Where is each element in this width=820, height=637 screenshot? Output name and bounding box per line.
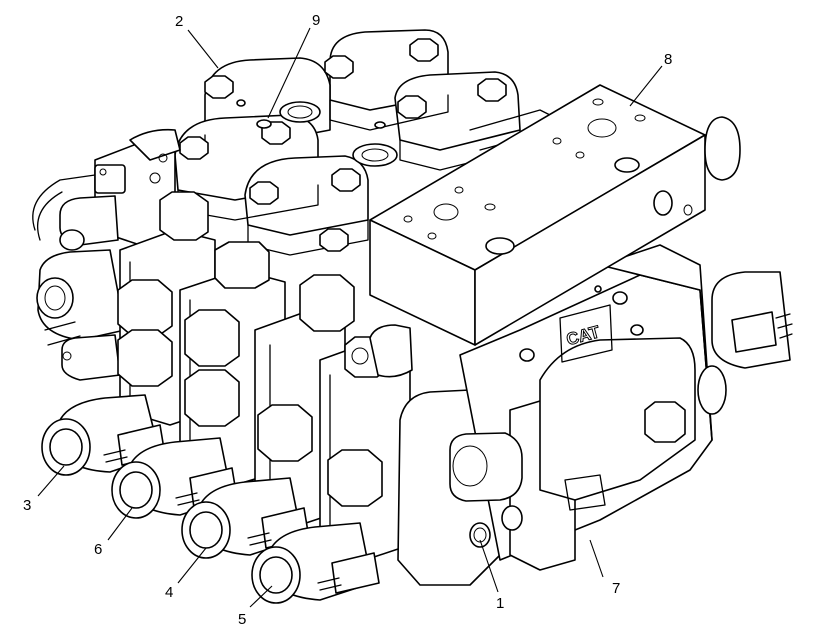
inlet-section <box>397 244 713 586</box>
callout-8: 8 <box>664 51 672 68</box>
callout-4: 4 <box>165 584 173 601</box>
callout-1: 1 <box>496 595 504 612</box>
callouts: 1 2 3 4 5 6 7 8 9 <box>23 12 672 628</box>
callout-6: 6 <box>94 541 102 558</box>
callout-2: 2 <box>175 13 183 30</box>
left-upper-solenoid <box>36 249 126 381</box>
callout-7: 7 <box>612 580 620 597</box>
solenoid-5 <box>251 522 380 604</box>
leader-6 <box>107 507 133 541</box>
left-harness-fitting <box>32 128 181 251</box>
leader-3 <box>37 465 65 497</box>
leader-7 <box>589 539 604 578</box>
leader-1 <box>479 539 499 593</box>
leader-lines <box>37 27 663 608</box>
cover-ports <box>236 99 398 167</box>
cover-bolts <box>179 38 507 252</box>
right-solenoid <box>697 271 793 415</box>
callout-9: 9 <box>312 12 320 29</box>
callout-5: 5 <box>238 611 246 628</box>
manifold-block <box>369 84 741 346</box>
leader-2 <box>187 29 219 69</box>
leader-9 <box>267 27 311 119</box>
leader-8 <box>629 65 663 107</box>
leader-4 <box>177 547 207 584</box>
leader-5 <box>249 585 273 608</box>
callout-3: 3 <box>23 497 31 514</box>
hex-plugs <box>117 191 413 507</box>
